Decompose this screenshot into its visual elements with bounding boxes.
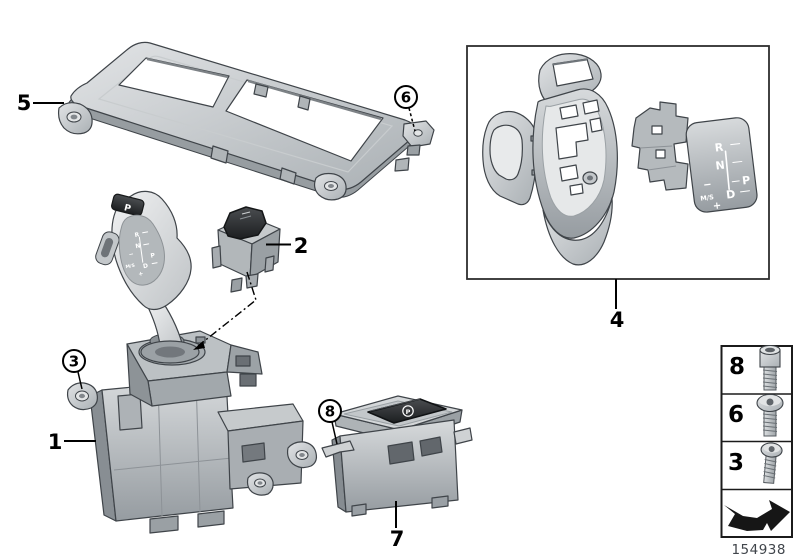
socket-head-cap-screw-icon bbox=[759, 344, 781, 391]
svg-text:+: + bbox=[138, 270, 144, 278]
parking-brake-icon-letter: P bbox=[406, 408, 411, 416]
callouts-and-leaders: 5 6 2 3 1 8 7 4 bbox=[17, 85, 625, 551]
legend-number-3: 3 bbox=[728, 450, 744, 476]
lever-unlock-button bbox=[95, 231, 120, 266]
lever-face-pattern: R N P − D M/S + bbox=[125, 231, 158, 278]
plate-letter-park: P bbox=[741, 174, 751, 188]
legend-number-6: 6 bbox=[728, 402, 744, 428]
legend-row-8: 8 bbox=[729, 344, 781, 391]
trim-bottom-clip bbox=[279, 167, 297, 185]
leader-8 bbox=[331, 421, 338, 445]
part-4-detail-box: R N P − D M/S + bbox=[466, 45, 770, 280]
lever-face-plate bbox=[118, 214, 165, 286]
park-button-letter: P bbox=[123, 203, 132, 214]
callout-8: 8 bbox=[325, 403, 335, 421]
shift-pattern-plate: R N P − D M/S + bbox=[685, 117, 758, 213]
deck-left-face bbox=[126, 343, 153, 407]
knob-side-trim bbox=[482, 110, 539, 206]
assembly-mount-ear-left bbox=[66, 382, 98, 411]
assembly-mount-ear-bottom bbox=[246, 472, 274, 496]
callout-6-circle bbox=[394, 85, 418, 109]
screw-hole bbox=[413, 129, 423, 137]
trim-window-clip bbox=[297, 95, 311, 111]
legend-row-6: 6 bbox=[728, 393, 784, 437]
svg-text:M/S: M/S bbox=[125, 263, 135, 271]
plate-letter-manual: M/S bbox=[700, 193, 715, 203]
plate-letter-reverse: R bbox=[714, 141, 725, 155]
fastener-legend-table: 8 6 bbox=[720, 344, 793, 538]
lever-park-button: P bbox=[111, 193, 145, 217]
plate-letter-drive: D bbox=[725, 188, 736, 202]
trim-bottom-clip bbox=[210, 145, 229, 164]
part-7-parking-switch-module: P bbox=[321, 395, 473, 517]
module-foot bbox=[431, 495, 449, 509]
knob-shell bbox=[532, 53, 618, 266]
assembly-foot bbox=[197, 510, 225, 528]
plate-letter-neutral: N bbox=[715, 159, 726, 173]
trim-mount-ear-rear bbox=[394, 120, 435, 172]
svg-text:R: R bbox=[134, 231, 140, 239]
gear-selector-lever: P R N P − D M/S + bbox=[95, 190, 200, 364]
callout-4: 4 bbox=[610, 308, 625, 332]
knob-bracket bbox=[631, 101, 689, 191]
direction-arrow-icon bbox=[724, 500, 790, 531]
knob-shell-skirt bbox=[542, 197, 613, 266]
part-1-shifter-assembly: P R N P − D M/S + bbox=[66, 190, 318, 534]
callout-3-circle bbox=[62, 349, 86, 373]
part-2-switch bbox=[211, 206, 281, 293]
trim-mount-ear-bottom bbox=[313, 172, 347, 201]
svg-text:P: P bbox=[150, 252, 156, 260]
callout-8-circle bbox=[318, 399, 342, 423]
callout-3: 3 bbox=[69, 353, 79, 371]
callout-7: 7 bbox=[390, 527, 405, 551]
trim-left-window-shadow bbox=[146, 57, 229, 79]
callout-2: 2 bbox=[294, 234, 309, 258]
callout-6: 6 bbox=[401, 89, 411, 107]
callout-1: 1 bbox=[48, 430, 63, 454]
trim-right-window-shadow bbox=[247, 79, 382, 121]
svg-text:−: − bbox=[128, 251, 134, 259]
leader-3 bbox=[77, 371, 83, 390]
diagram-number: 154938 bbox=[731, 542, 786, 558]
module-foot bbox=[351, 503, 367, 517]
part-5-console-trim-frame bbox=[57, 41, 435, 201]
assembly-mount-ear-right bbox=[286, 441, 318, 469]
switch-button bbox=[223, 206, 267, 240]
leader-2-arrowhead bbox=[193, 341, 205, 350]
button-head-torx-screw-icon bbox=[760, 442, 783, 484]
pan-head-torx-screw-icon bbox=[756, 393, 784, 437]
trim-mount-ear-left bbox=[57, 102, 93, 135]
trim-right-window bbox=[225, 79, 384, 162]
module-mount-tab bbox=[321, 440, 355, 458]
callout-5: 5 bbox=[17, 91, 32, 115]
legend-row-3: 3 bbox=[728, 442, 783, 484]
plate-minus: − bbox=[703, 179, 713, 191]
trim-window-clip bbox=[253, 83, 269, 98]
leader-6 bbox=[408, 107, 416, 132]
plate-plus: + bbox=[712, 200, 722, 212]
legend-number-8: 8 bbox=[729, 354, 745, 380]
svg-text:N: N bbox=[135, 242, 141, 250]
parking-brake-icon bbox=[402, 405, 414, 417]
svg-text:D: D bbox=[142, 262, 148, 270]
connector-box-front bbox=[227, 420, 304, 490]
assembly-foot bbox=[149, 515, 179, 534]
